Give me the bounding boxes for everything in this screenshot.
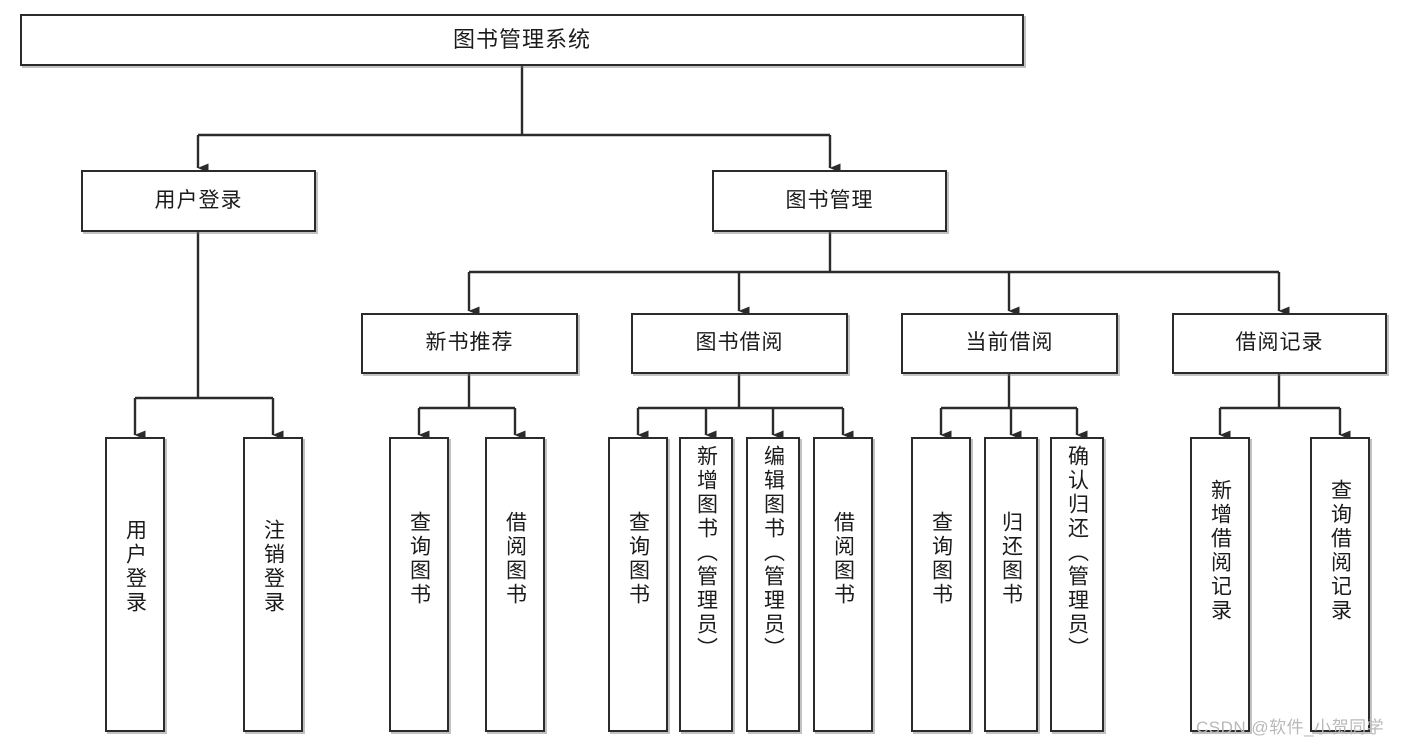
- node-label: 归还图书: [999, 511, 1023, 607]
- node-label: 新书推荐: [425, 331, 514, 355]
- node-label: 图书借阅: [695, 331, 784, 355]
- node-label: 注销登录: [261, 519, 285, 615]
- node-root-system[interactable]: 图书管理系统: [20, 14, 1024, 66]
- node-leaf-query-borrow-record[interactable]: 查询借阅记录: [1310, 437, 1370, 732]
- node-label: 编辑图书（管理员）: [761, 445, 785, 661]
- node-leaf-borrow-book-recommend[interactable]: 借阅图书: [485, 437, 545, 732]
- node-label: 查询图书: [407, 511, 431, 607]
- node-user-login[interactable]: 用户登录: [81, 170, 316, 232]
- node-label: 借阅记录: [1235, 331, 1324, 355]
- node-leaf-edit-book-admin[interactable]: 编辑图书（管理员）: [746, 437, 800, 732]
- node-leaf-query-book-recommend[interactable]: 查询图书: [389, 437, 449, 732]
- watermark-text: CSDN @软件_小贺同学: [1196, 718, 1385, 737]
- node-book-manage[interactable]: 图书管理: [712, 170, 947, 232]
- node-label: 确认归还（管理员）: [1065, 445, 1089, 661]
- node-borrow-record[interactable]: 借阅记录: [1172, 313, 1387, 374]
- node-label: 查询图书: [626, 511, 650, 607]
- node-leaf-user-login[interactable]: 用户登录: [105, 437, 165, 732]
- node-label: 查询借阅记录: [1328, 479, 1352, 623]
- node-label: 借阅图书: [503, 511, 527, 607]
- node-leaf-add-borrow-record[interactable]: 新增借阅记录: [1190, 437, 1250, 732]
- node-label: 用户登录: [154, 188, 243, 212]
- node-label: 借阅图书: [831, 511, 855, 607]
- node-book-borrow[interactable]: 图书借阅: [631, 313, 848, 374]
- node-label: 图书管理系统: [452, 27, 591, 53]
- node-leaf-query-book-current[interactable]: 查询图书: [911, 437, 971, 732]
- node-current-borrow[interactable]: 当前借阅: [901, 313, 1118, 374]
- node-label: 当前借阅: [965, 331, 1054, 355]
- node-leaf-query-book-borrow[interactable]: 查询图书: [608, 437, 668, 732]
- node-new-book-recommend[interactable]: 新书推荐: [361, 313, 578, 374]
- node-leaf-logout[interactable]: 注销登录: [243, 437, 303, 732]
- node-leaf-add-book-admin[interactable]: 新增图书（管理员）: [679, 437, 733, 732]
- node-leaf-confirm-return-admin[interactable]: 确认归还（管理员）: [1050, 437, 1104, 732]
- node-label: 新增借阅记录: [1208, 479, 1232, 623]
- node-label: 新增图书（管理员）: [694, 445, 718, 661]
- node-leaf-borrow-book-borrow[interactable]: 借阅图书: [813, 437, 873, 732]
- node-label: 用户登录: [123, 519, 147, 615]
- node-label: 图书管理: [785, 188, 874, 212]
- node-leaf-return-book[interactable]: 归还图书: [984, 437, 1038, 732]
- node-label: 查询图书: [929, 511, 953, 607]
